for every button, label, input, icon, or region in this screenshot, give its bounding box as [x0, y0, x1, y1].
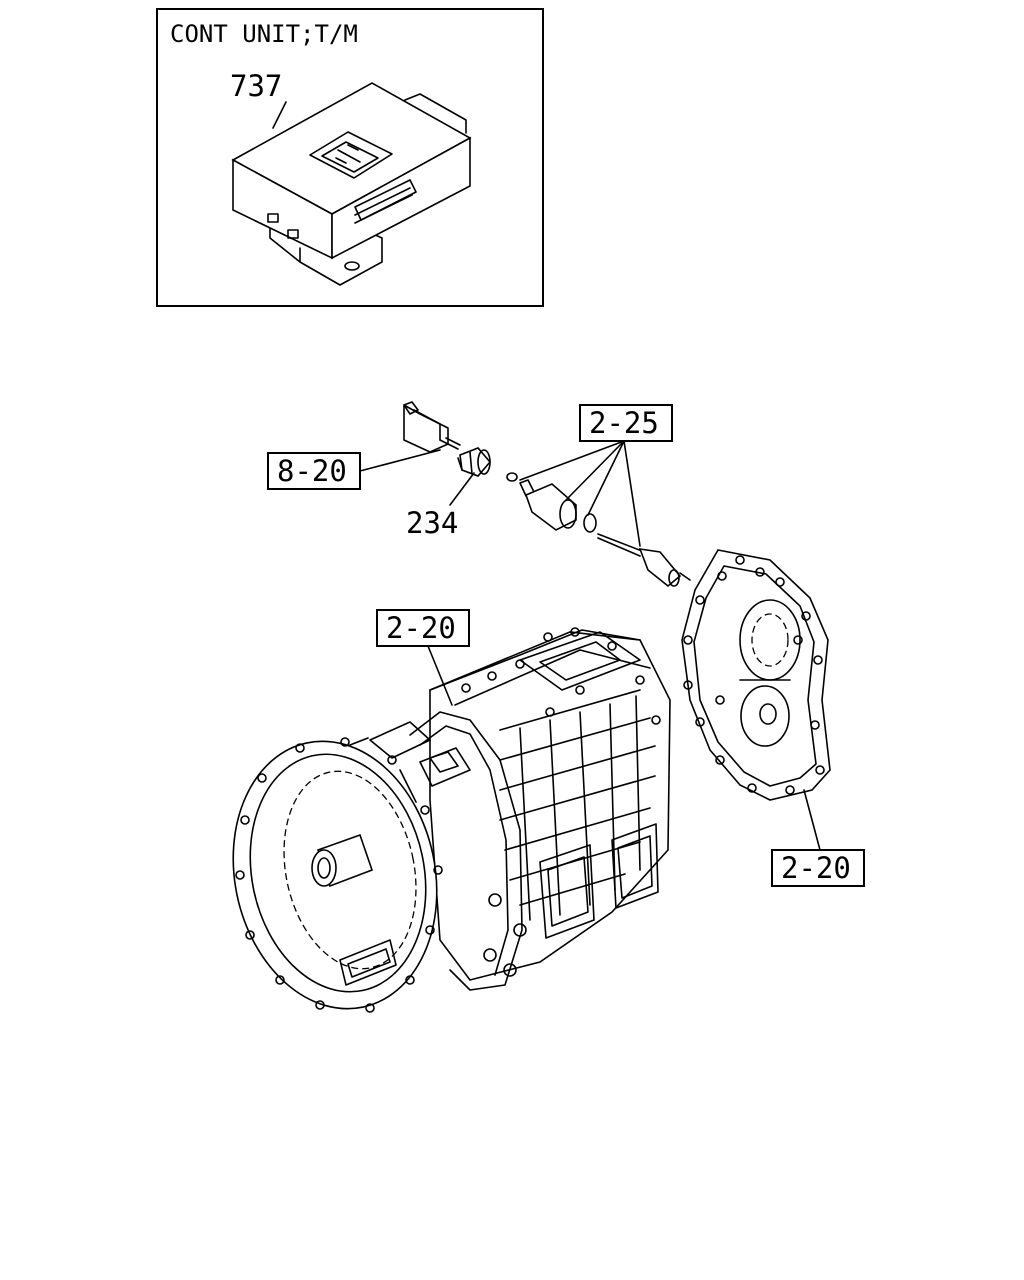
callout-2-20-main[interactable]: 2-20	[386, 611, 456, 645]
inset-control-unit: CONT UNIT;T/M 737	[156, 8, 544, 307]
sensor-parts	[403, 401, 691, 588]
part-label-737[interactable]: 737	[230, 69, 282, 103]
inset-frame	[156, 8, 544, 307]
parts-group-2-25	[506, 472, 682, 588]
callout-2-20-cover[interactable]: 2-20	[781, 851, 851, 885]
leader-234	[449, 472, 475, 506]
callout-box-2-20-cover	[771, 849, 865, 887]
callout-8-20[interactable]: 8-20	[277, 454, 347, 488]
callout-box-2-20-main	[376, 609, 470, 647]
speed-sensor-234	[457, 447, 492, 477]
solenoid-8-20	[403, 401, 461, 453]
leader-2-20-main	[427, 645, 453, 706]
leader-737	[272, 101, 287, 129]
inset-title: CONT UNIT;T/M	[170, 20, 358, 48]
callout-234[interactable]: 234	[406, 506, 458, 540]
leaders-2-25	[519, 440, 641, 547]
bell-housing	[232, 737, 443, 1013]
control-unit-drawing	[231, 82, 472, 286]
rear-cover	[681, 549, 831, 801]
callout-box-2-25	[579, 404, 673, 442]
callout-2-25[interactable]: 2-25	[589, 406, 659, 440]
leader-8-20	[359, 449, 441, 472]
leader-2-20-cover	[803, 789, 821, 851]
